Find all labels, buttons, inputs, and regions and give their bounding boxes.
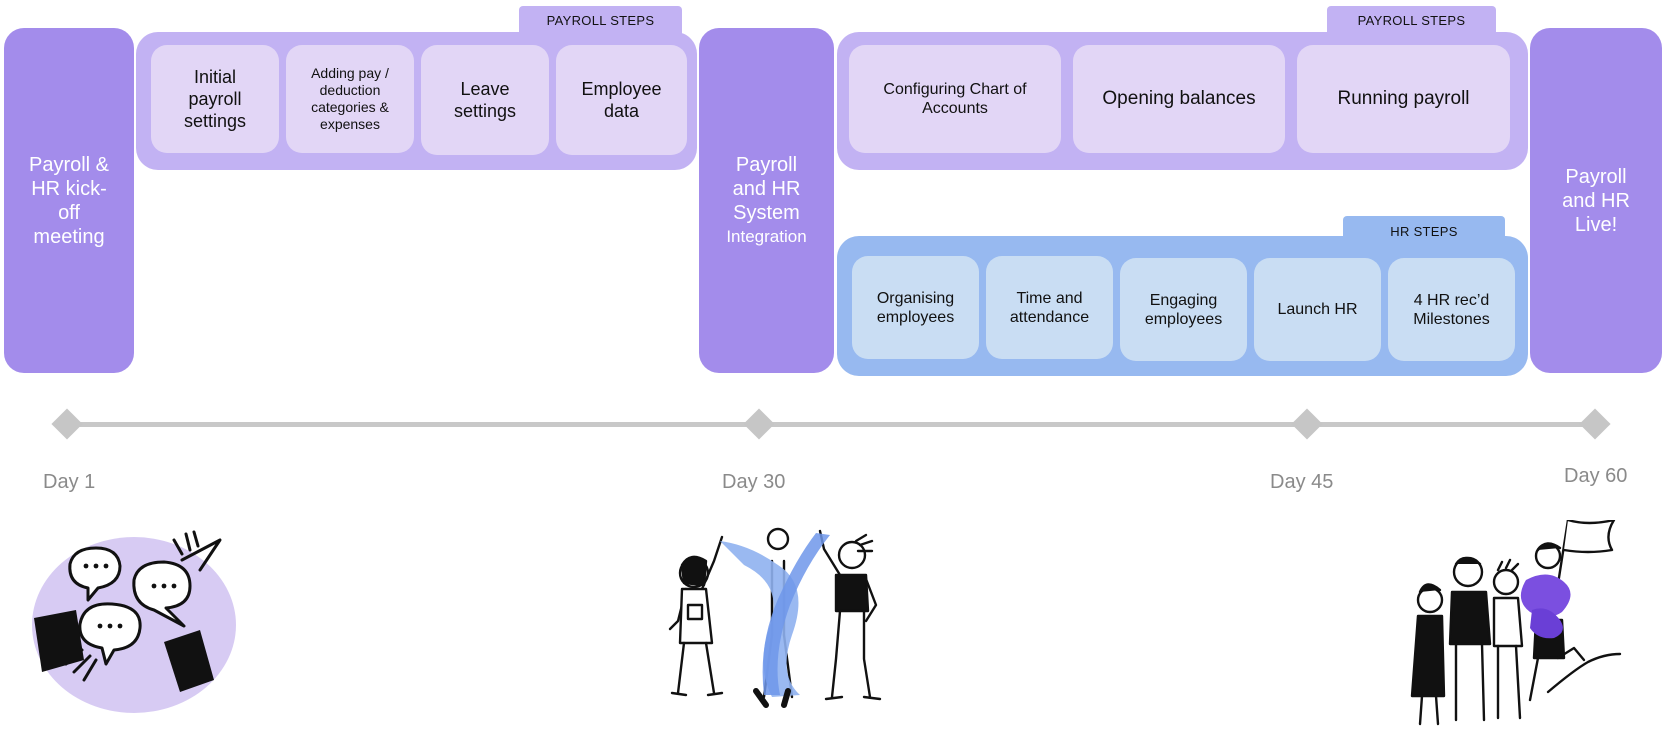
team-with-flag-illustration bbox=[1410, 520, 1622, 726]
celebrating-people-illustration bbox=[668, 527, 882, 708]
timeline-marker-day-1 bbox=[51, 408, 83, 440]
timeline-line bbox=[66, 422, 1596, 427]
step-leave-settings: Leave settings bbox=[421, 45, 549, 155]
milestone-integration-label: Payroll and HR System bbox=[732, 153, 801, 224]
hr-steps-tab-label: HR STEPS bbox=[1390, 223, 1458, 239]
milestone-kickoff-label: Payroll & HR kick-off meeting bbox=[28, 153, 110, 248]
milestone-integration-sublabel: Integration bbox=[726, 226, 807, 246]
timeline-marker-day-60 bbox=[1579, 408, 1611, 440]
day-label-60: Day 60 bbox=[1564, 465, 1628, 487]
timeline-marker-day-45 bbox=[1291, 408, 1323, 440]
timeline-marker-day-30 bbox=[743, 408, 775, 440]
milestone-live-label: Payroll and HR Live! bbox=[1562, 165, 1630, 236]
speech-bubbles-illustration bbox=[32, 530, 236, 713]
payroll-steps-tab-1: PAYROLL STEPS bbox=[519, 6, 682, 34]
day-label-1: Day 1 bbox=[43, 471, 96, 493]
payroll-steps-tab-1-label: PAYROLL STEPS bbox=[546, 12, 655, 28]
day-label-45: Day 45 bbox=[1270, 471, 1334, 493]
step-launch-hr: Launch HR bbox=[1254, 258, 1381, 361]
step-hr-milestones: 4 HR rec’d Milestones bbox=[1388, 258, 1515, 361]
step-initial-payroll-settings: Initial payroll settings bbox=[151, 45, 279, 153]
step-engaging-employees: Engaging employees bbox=[1120, 258, 1247, 361]
milestone-live: Payroll and HR Live! bbox=[1530, 28, 1662, 373]
milestone-kickoff: Payroll & HR kick-off meeting bbox=[4, 28, 134, 373]
step-configuring-chart-of-accounts: Configuring Chart of Accounts bbox=[849, 45, 1061, 153]
milestone-integration: Payroll and HR System Integration bbox=[699, 28, 834, 373]
step-running-payroll: Running payroll bbox=[1297, 45, 1510, 153]
payroll-steps-tab-2-label: PAYROLL STEPS bbox=[1357, 12, 1466, 28]
step-employee-data: Employee data bbox=[556, 45, 687, 155]
step-adding-pay-deduction: Adding pay / deduction categories & expe… bbox=[286, 45, 414, 153]
step-organising-employees: Organising employees bbox=[852, 256, 979, 359]
day-label-30: Day 30 bbox=[722, 471, 786, 493]
step-time-and-attendance: Time and attendance bbox=[986, 256, 1113, 359]
payroll-steps-tab-2: PAYROLL STEPS bbox=[1327, 6, 1496, 34]
step-opening-balances: Opening balances bbox=[1073, 45, 1285, 153]
